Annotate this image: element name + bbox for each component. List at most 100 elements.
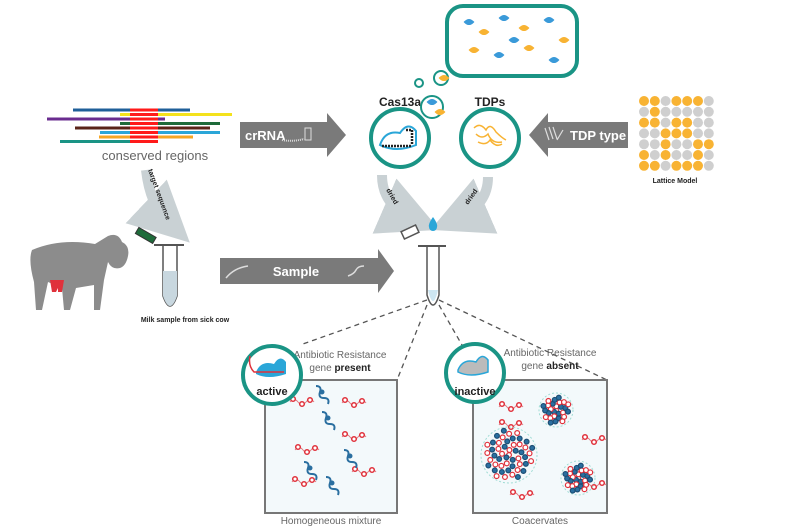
cas13a-protein-icon	[378, 125, 417, 150]
cas13a-icon	[508, 37, 520, 43]
rna-bead	[518, 493, 526, 501]
cas13a-icon	[543, 17, 555, 23]
rna-bead	[358, 397, 366, 405]
coacervate-bead	[487, 456, 494, 463]
tdp-type-label: TDP type	[570, 128, 626, 143]
coacervate-bead	[504, 438, 511, 445]
lattice-bead	[693, 96, 703, 106]
coacervate-bead	[496, 456, 503, 463]
lattice-bead	[660, 106, 671, 117]
crrna-bound-icon	[382, 128, 414, 148]
sample-label: Sample	[273, 264, 319, 279]
lattice-bead	[660, 117, 671, 128]
sample-arrow: Sample	[220, 249, 394, 293]
lattice-bead	[639, 106, 649, 117]
crrna-hairpin-icon	[304, 127, 312, 141]
coacervate-bead	[516, 435, 523, 442]
coacervate-bead	[509, 456, 516, 463]
inactive-cas13a-icon	[457, 355, 489, 376]
lattice-bead	[671, 117, 682, 128]
rna-bead	[360, 470, 368, 478]
rna-bead	[526, 489, 534, 497]
homogeneous-mixture-panel	[264, 379, 398, 514]
lattice-bead	[693, 117, 703, 128]
lattice-bead	[649, 139, 660, 150]
tdp-molecule	[303, 461, 318, 481]
tdp-icon	[523, 45, 535, 51]
lattice-bead	[639, 128, 649, 139]
coacervate-bead	[509, 471, 516, 478]
coacervate-bead	[510, 441, 517, 448]
tdp-bead	[307, 465, 313, 471]
rna-bead	[308, 476, 316, 484]
coacervate-bead	[522, 454, 529, 461]
cas13a-label: Cas13a	[379, 95, 421, 109]
coacervate-bead	[552, 418, 559, 425]
lattice-bead	[639, 139, 649, 150]
coacervate-bead	[559, 418, 566, 425]
lattice-bead	[682, 139, 693, 150]
cas13a-icon	[463, 19, 475, 25]
coacervate-bead	[567, 465, 574, 472]
tdp-bead	[347, 453, 353, 459]
coacervate-bead	[489, 439, 496, 446]
tdp-protein-icon	[473, 124, 507, 147]
coacervate-bead	[547, 419, 554, 426]
coacervate-bead	[526, 450, 533, 457]
crrna-label: crRNA	[245, 128, 286, 143]
lattice-bead	[693, 106, 703, 117]
coacervate-boundary	[560, 460, 596, 496]
coacervate-bead	[577, 462, 584, 469]
coacervate-bead	[515, 455, 522, 462]
rna-bead	[294, 443, 302, 451]
coacervate-bead	[516, 461, 523, 468]
cas13a-icon	[548, 57, 560, 63]
lattice-bead	[649, 96, 660, 106]
rna-bead	[358, 431, 366, 439]
rna-bead	[341, 430, 349, 438]
coacervate-bead	[499, 450, 506, 457]
dried-arrow-right	[430, 176, 498, 234]
coacervate-bead	[485, 462, 492, 469]
tdp-molecule	[315, 385, 330, 405]
coacervate-bead	[491, 452, 498, 459]
left-panel-line2: gene present	[309, 363, 371, 374]
rna-bead	[306, 396, 314, 404]
lattice-bead	[649, 150, 660, 160]
zoom-lines	[299, 299, 608, 381]
lattice-bead	[671, 106, 682, 117]
lattice-bead	[682, 106, 693, 117]
cow-silhouette	[30, 234, 129, 310]
cas13a-icon	[493, 52, 505, 58]
lattice-bead	[660, 96, 671, 106]
lattice-bead	[682, 160, 693, 171]
tdp-droplet-bubble	[414, 4, 579, 119]
coacervate-bead	[489, 446, 496, 453]
lattice-bead	[649, 160, 660, 171]
lattice-bead	[660, 128, 671, 139]
sequence-alignment	[47, 108, 232, 143]
lattice-bead	[671, 96, 682, 106]
lattice-model-label: Lattice Model	[653, 178, 698, 185]
tdp-molecule	[321, 411, 336, 431]
lattice-bead	[671, 160, 682, 171]
lattice-bead	[693, 139, 703, 150]
lattice-bead	[660, 139, 671, 150]
coacervate-bead	[514, 473, 521, 480]
coacervate-bead	[569, 487, 576, 494]
lattice-bead	[671, 150, 682, 160]
lattice-bead	[703, 160, 714, 171]
lattice-bead	[703, 139, 714, 150]
dna-icon	[225, 265, 249, 279]
coacervate-bead	[484, 449, 491, 456]
lattice-bead	[660, 160, 671, 171]
lattice-bead	[703, 117, 714, 128]
cas13a-circle	[369, 107, 431, 169]
lattice-bead	[660, 150, 671, 160]
coacervate-bead	[522, 460, 529, 467]
coacervate-bead	[484, 441, 491, 448]
milk-sample-label: Milk sample from sick cow	[141, 317, 230, 324]
coacervate-bead	[587, 469, 594, 476]
coacervate-bead	[562, 470, 569, 477]
tdp-icon	[438, 75, 450, 81]
